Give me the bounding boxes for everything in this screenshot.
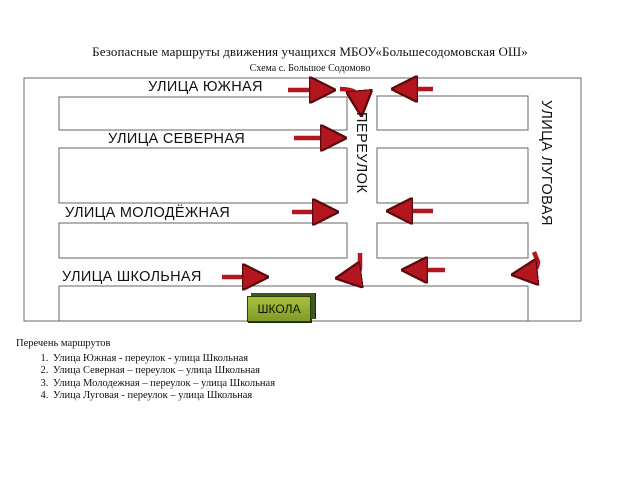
arrow-lugovaya-turn	[528, 251, 541, 273]
block-left-3	[58, 222, 348, 259]
street-label-yuzhnaya: УЛИЦА ЮЖНАЯ	[146, 79, 265, 95]
block-right-3	[376, 222, 529, 259]
school-label: ШКОЛА	[257, 302, 301, 316]
street-label-pereulok: ПЕРЕУЛОК	[353, 112, 369, 194]
street-label-molodezhnaya: УЛИЦА МОЛОДЁЖНАЯ	[63, 205, 233, 221]
route-item: Улица Южная - переулок - улица Школьная	[51, 353, 275, 366]
routes-heading: Перечень маршрутов	[16, 338, 111, 349]
routes-list: Перечень маршрутов Улица Южная - переуло…	[16, 338, 275, 403]
block-left-1	[58, 96, 348, 131]
block-right-2	[376, 147, 529, 204]
arrow-yuzhnaya-turn	[339, 86, 360, 100]
street-label-severnaya: УЛИЦА СЕВЕРНАЯ	[106, 131, 248, 147]
street-label-shkolnaya: УЛИЦА ШКОЛЬНАЯ	[60, 269, 204, 285]
map-title: Безопасные маршруты движения учащихся МБ…	[92, 44, 528, 59]
block-left-2	[58, 147, 348, 204]
route-item: Улица Молодежная – переулок – улица Школ…	[51, 378, 275, 391]
street-label-lugovaya: УЛИЦА ЛУГОВАЯ	[538, 100, 554, 226]
route-item: Улица Северная – переулок – улица Школьн…	[51, 365, 275, 378]
school-building: ШКОЛА	[247, 296, 311, 322]
route-arrows	[222, 86, 541, 277]
map-subtitle: Схема с. Большое Содомово	[249, 63, 371, 74]
route-item: Улица Луговая - переулок – улица Школьна…	[51, 390, 275, 403]
arrow-lane-turn	[352, 253, 360, 276]
block-right-1	[376, 95, 529, 131]
